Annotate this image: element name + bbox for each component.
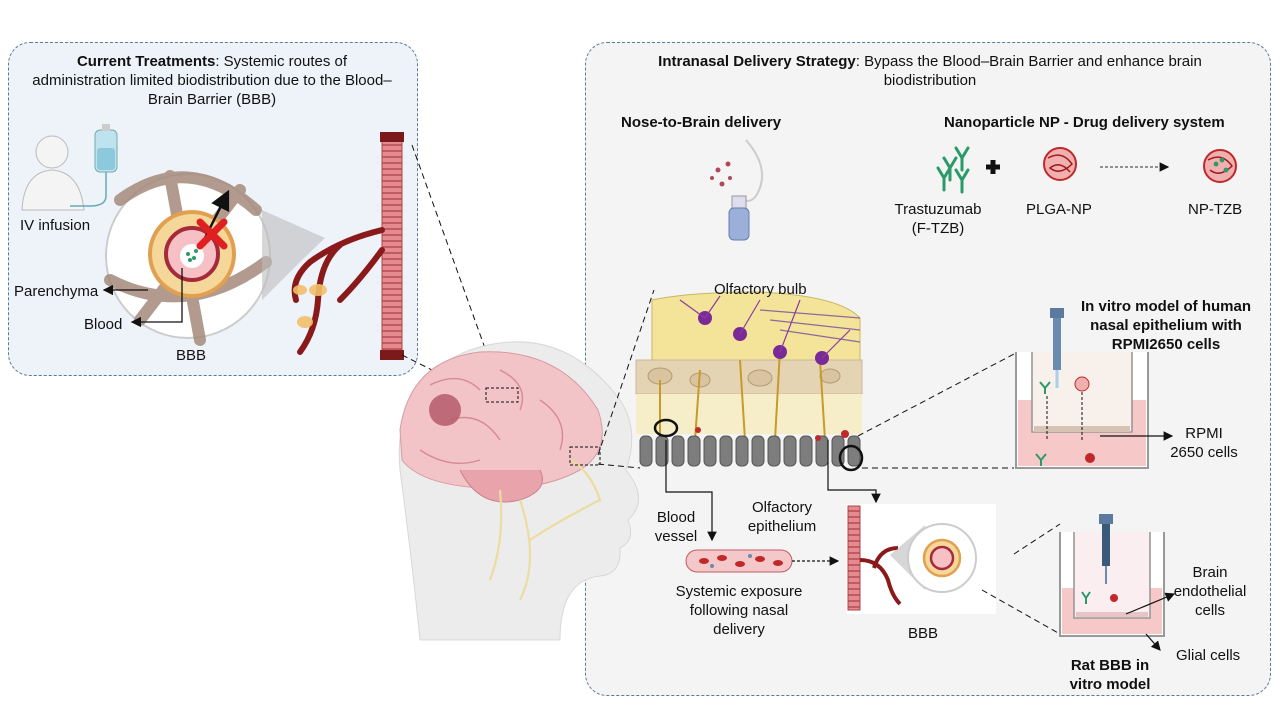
transwell-rat-bbb-model (1059, 514, 1165, 637)
left-heading-line3: Brain Barrier (BBB) (147, 91, 277, 108)
parenchyma-label: Parenchyma (14, 283, 99, 300)
head-brain-illustration (398, 341, 639, 641)
trastuzumab-label-line2: (F-TZB) (911, 220, 965, 237)
brain-endo-line1: Brain (1192, 564, 1228, 581)
nose-to-brain-title: Nose-to-Brain delivery (621, 114, 782, 131)
olfactory-bulb-illustration (635, 291, 864, 472)
bbb-small-illustration (846, 504, 996, 614)
trastuzumab-label: Trastuzumab (F-TZB) (890, 200, 986, 238)
systemic-exposure-label: Systemic exposure following nasal delive… (664, 582, 814, 639)
olfactory-bulb-label: Olfactory bulb (714, 281, 807, 298)
invitro-title-line1: In vitro model of human (1080, 298, 1251, 315)
nptzb-label: NP-TZB (1188, 201, 1243, 218)
rat-bbb-line1: Rat BBB in (1070, 657, 1150, 674)
systemic-line3: delivery (713, 621, 765, 638)
left-bbb-label: BBB (176, 347, 207, 364)
olfactory-epithelium-label: Olfactory epithelium (740, 498, 824, 536)
blood-label: Blood (84, 316, 123, 333)
systemic-line1: Systemic exposure (675, 583, 803, 600)
rpmi-label-line1: RPMI (1185, 425, 1223, 442)
rat-bbb-line2: vitro model (1069, 676, 1151, 693)
rpmi-cells-label: RPMI 2650 cells (1156, 424, 1252, 462)
trastuzumab-label-line1: Trastuzumab (894, 201, 982, 218)
np-system-title: Nanoparticle NP - Drug delivery system (944, 114, 1225, 131)
np-tzb-nanoparticle-icon (1203, 149, 1237, 183)
tumor-mass (429, 394, 461, 426)
iv-bag-icon (70, 124, 118, 207)
patient-icon (21, 135, 85, 211)
plga-label: PLGA-NP (1026, 201, 1092, 218)
right-heading-bold: Intranasal Delivery Strategy (658, 53, 856, 70)
right-bbb-label: BBB (908, 625, 939, 642)
blood-vessel-label: Blood vessel (646, 508, 706, 546)
blood-vessel-line1: Blood (656, 509, 696, 526)
left-panel-heading: Current Treatments: Systemic routes of a… (14, 52, 410, 109)
left-heading-bold: Current Treatments (76, 53, 216, 70)
olf-epi-line1: Olfactory (751, 499, 812, 516)
systemic-line2: following nasal (689, 602, 789, 619)
brain-endo-line2: endothelial (1173, 583, 1247, 600)
invitro-title-line3: RPMI2650 cells (1111, 336, 1221, 353)
iv-infusion-label: IV infusion (20, 217, 91, 234)
brain-endo-line3: cells (1194, 602, 1225, 619)
right-panel-heading: Intranasal Delivery Strategy: Bypass the… (600, 52, 1260, 90)
left-heading-rest: : Systemic routes of (215, 53, 348, 70)
trastuzumab-antibody-icon (936, 146, 970, 194)
invitro-title-line2: nasal epithelium with (1090, 317, 1242, 334)
right-heading-rest: : Bypass the Blood–Brain Barrier and enh… (855, 53, 1202, 70)
right-heading-line2: biodistribution (883, 72, 977, 89)
left-heading-line2: administration limited biodistribution d… (32, 72, 392, 89)
invitro-human-title: In vitro model of human nasal epithelium… (1062, 297, 1270, 354)
blood-vessel-illustration (291, 132, 404, 360)
olf-epi-line2: epithelium (747, 518, 817, 535)
brain-endothelial-label: Brain endothelial cells (1170, 563, 1250, 620)
rat-bbb-title: Rat BBB in vitro model (1050, 656, 1170, 694)
transwell-rpmi2650-model (1015, 308, 1149, 469)
rpmi-label-line2: 2650 cells (1170, 444, 1238, 461)
bbb-cross-section (104, 170, 272, 346)
plga-nanoparticle-icon (1043, 147, 1077, 181)
nasal-spray-icon (710, 139, 763, 241)
glial-cells-label: Glial cells (1176, 647, 1241, 664)
blocked-cross-icon (196, 218, 228, 250)
blood-vessel-line2: vessel (654, 528, 698, 545)
systemic-blood-vessel (685, 549, 793, 573)
plus-icon (986, 160, 1000, 174)
